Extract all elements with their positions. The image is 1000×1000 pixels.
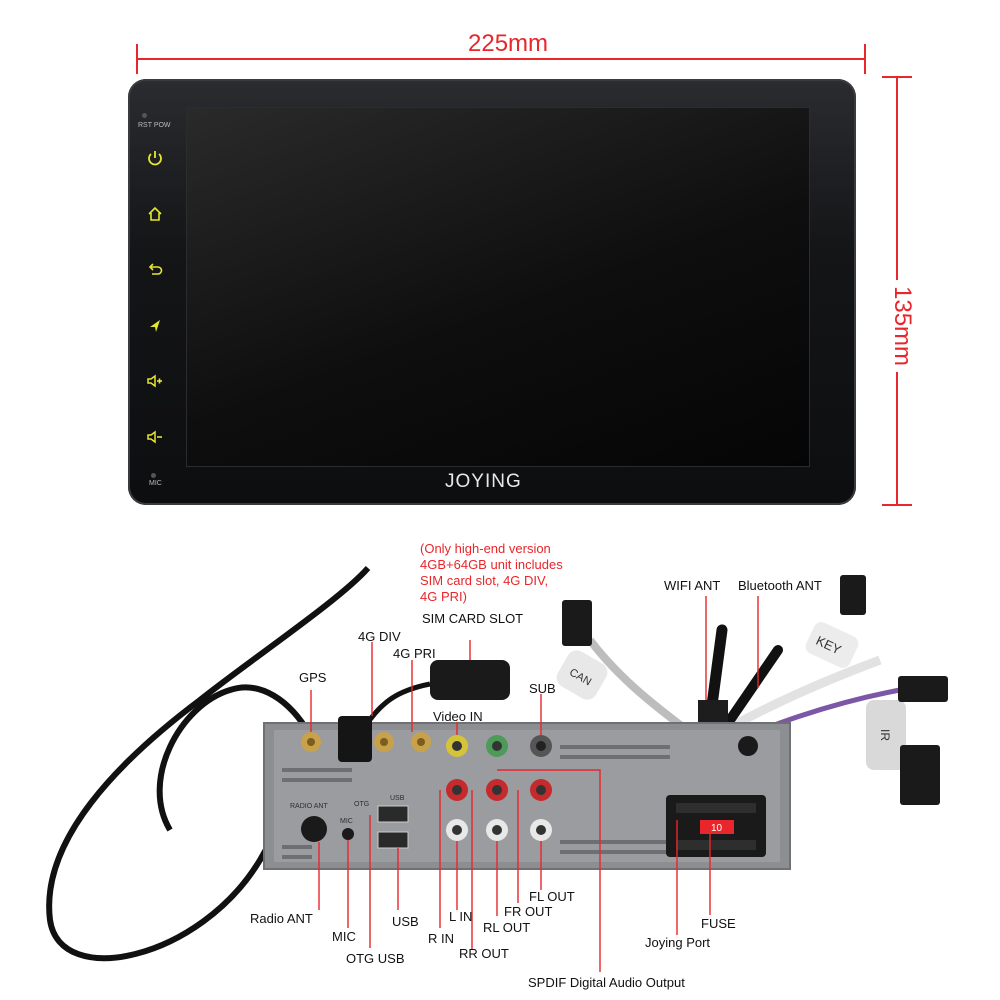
label-sim-card-slot: SIM CARD SLOT bbox=[422, 611, 524, 626]
head-unit-front: RST POW MIC JOYING bbox=[128, 79, 856, 505]
chassis-screw bbox=[738, 736, 758, 756]
label-otg-usb: OTG USB bbox=[346, 951, 405, 966]
4g-div-sma-connector bbox=[374, 732, 394, 752]
label-l-in: L IN bbox=[449, 909, 473, 924]
label-gps: GPS bbox=[299, 670, 327, 685]
height-dimension-label: 135mm bbox=[888, 280, 916, 373]
label-rr-out: RR OUT bbox=[459, 946, 509, 961]
label-sub: SUB bbox=[529, 681, 556, 696]
l-in-rca bbox=[446, 819, 468, 841]
note-line-3: SIM card slot, 4G DIV, bbox=[420, 573, 549, 588]
ir-connector-2 bbox=[900, 745, 940, 805]
reset-hole[interactable] bbox=[142, 113, 147, 118]
power-icon bbox=[148, 151, 162, 166]
gps-cable-2 bbox=[156, 684, 313, 832]
joying-port-pins bbox=[676, 803, 756, 850]
reset-power-label: RST POW bbox=[138, 122, 171, 129]
width-dimension bbox=[136, 44, 866, 74]
ir-connector-1 bbox=[898, 676, 948, 702]
otg-plate: OTG bbox=[354, 801, 369, 808]
label-fr-out: FR OUT bbox=[504, 904, 553, 919]
key-connector bbox=[840, 575, 866, 615]
volume-up-icon bbox=[147, 374, 162, 388]
sim-antenna-block bbox=[430, 660, 510, 700]
volume-down-icon bbox=[147, 430, 162, 444]
volume-up-button[interactable] bbox=[145, 371, 165, 391]
usb-port bbox=[377, 831, 409, 849]
4g-pri-sma-connector bbox=[411, 732, 431, 752]
label-mic: MIC bbox=[332, 929, 356, 944]
otg-usb-port bbox=[377, 805, 409, 823]
fr-out-rca bbox=[530, 779, 552, 801]
note-line-4: 4G PRI) bbox=[420, 589, 467, 604]
label-usb: USB bbox=[392, 914, 419, 929]
vent-slots bbox=[282, 745, 670, 859]
navigation-button[interactable] bbox=[145, 316, 165, 336]
width-dimension-tick-left bbox=[136, 44, 138, 74]
label-4g-pri: 4G PRI bbox=[393, 646, 436, 661]
label-wifi-ant: WIFI ANT bbox=[664, 578, 721, 593]
label-video-in: Video IN bbox=[433, 709, 483, 724]
gps-sma-connector bbox=[301, 732, 321, 752]
rl-out-rca bbox=[486, 819, 508, 841]
navigation-icon bbox=[150, 320, 160, 332]
width-dimension-label: 225mm bbox=[462, 30, 555, 58]
4g-div-cable-plug bbox=[338, 716, 372, 762]
label-radio-ant: Radio ANT bbox=[250, 911, 313, 926]
height-dimension-tick-top bbox=[882, 76, 912, 78]
radio-ant-socket bbox=[301, 816, 327, 842]
high-end-version-note: (Only high-end version 4GB+64GB unit inc… bbox=[420, 541, 563, 605]
key-tag bbox=[805, 622, 859, 668]
r-in-rca bbox=[446, 779, 468, 801]
rr-out-rca bbox=[486, 779, 508, 801]
mic-hole bbox=[151, 473, 156, 478]
width-dimension-line bbox=[136, 58, 866, 60]
label-joying-port: Joying Port bbox=[645, 935, 711, 950]
mic-plate: MIC bbox=[340, 818, 353, 825]
volume-down-button[interactable] bbox=[145, 427, 165, 447]
label-rl-out: RL OUT bbox=[483, 920, 531, 935]
video-in-rca bbox=[446, 735, 468, 757]
brand-logo: JOYING bbox=[445, 471, 522, 492]
home-button[interactable] bbox=[145, 204, 165, 224]
mic-socket bbox=[342, 828, 354, 840]
spdif-rca bbox=[486, 735, 508, 757]
bluetooth-antenna bbox=[725, 645, 783, 725]
sub-rca bbox=[530, 735, 552, 757]
label-fuse: FUSE bbox=[701, 916, 736, 931]
radio-ant-plate: RADIO ANT bbox=[290, 803, 328, 810]
ir-tag-text: IR bbox=[878, 729, 892, 741]
fuse-value: 10 bbox=[711, 823, 723, 834]
leader-lines bbox=[310, 596, 759, 972]
label-fl-out: FL OUT bbox=[529, 889, 575, 904]
fuse-block bbox=[700, 820, 734, 834]
note-line-2: 4GB+64GB unit includes bbox=[420, 557, 563, 572]
usb-plate: USB bbox=[390, 795, 405, 802]
label-spdif: SPDIF Digital Audio Output bbox=[528, 975, 685, 990]
screen[interactable] bbox=[186, 107, 810, 467]
back-button[interactable] bbox=[145, 260, 165, 280]
back-icon bbox=[148, 263, 163, 275]
rear-panel-diagram: CAN KEY IR RADIO ANT MIC OTG USB bbox=[46, 566, 948, 972]
label-r-in: R IN bbox=[428, 931, 454, 946]
label-bluetooth-ant: Bluetooth ANT bbox=[738, 578, 822, 593]
home-icon bbox=[148, 206, 162, 221]
width-dimension-tick-right bbox=[864, 44, 866, 74]
fl-out-rca bbox=[530, 819, 552, 841]
ir-tag bbox=[866, 700, 906, 770]
note-line-1: (Only high-end version bbox=[420, 541, 551, 556]
can-connector bbox=[562, 600, 592, 646]
mic-label: MIC bbox=[149, 480, 162, 487]
height-dimension-tick-bottom bbox=[882, 504, 912, 506]
label-4g-div: 4G DIV bbox=[358, 629, 401, 644]
can-tag bbox=[556, 650, 608, 700]
power-button[interactable] bbox=[145, 148, 165, 168]
